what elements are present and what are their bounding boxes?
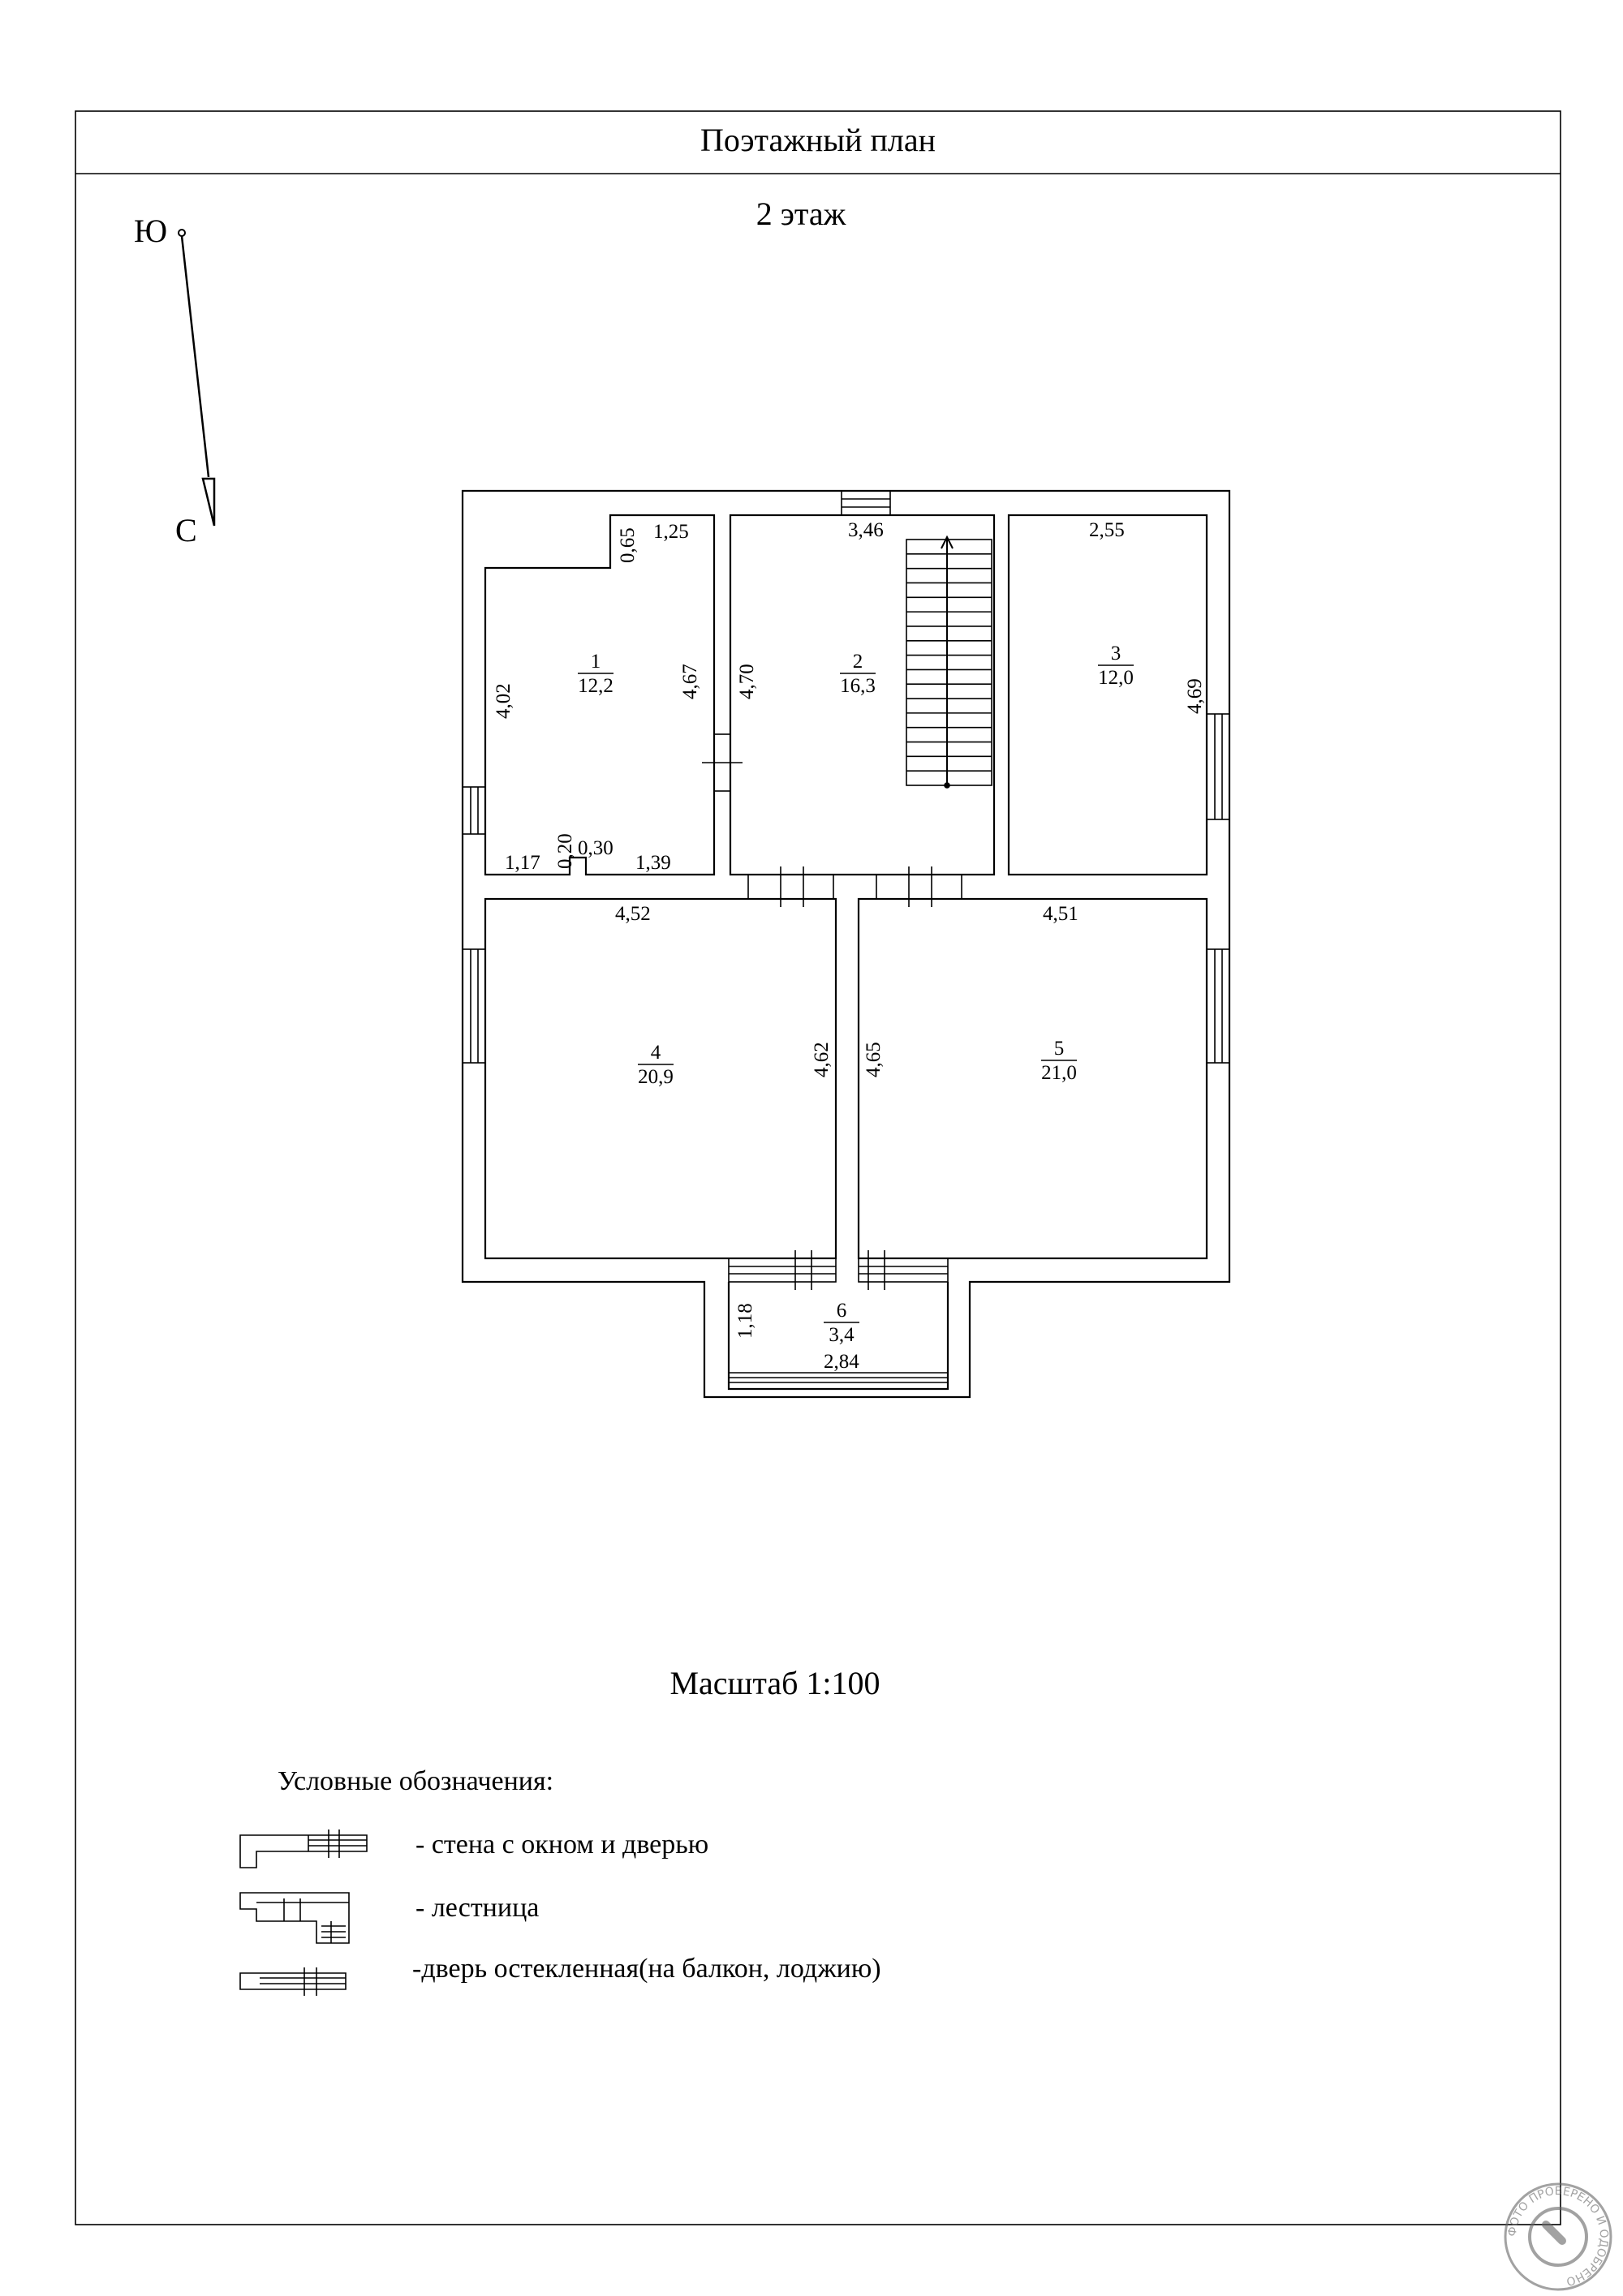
dim-r5-left: 4,65	[863, 1042, 885, 1077]
legend-symbol-stairs	[239, 1892, 350, 1944]
legend-item-3: -дверь остекленная(на балкон, лоджию)	[412, 1954, 881, 1984]
compass-arrow: Ю С	[134, 213, 216, 548]
page-title: Поэтажный план	[700, 122, 936, 158]
legend: Условные обозначения: - стена с окном и …	[239, 1766, 881, 1996]
room-5-label: 5 21,0	[1041, 1038, 1077, 1084]
window-top	[841, 490, 891, 516]
room-5-outline	[857, 897, 1208, 1260]
dim-r1-right: 4,67	[679, 664, 701, 699]
door-room-2-5	[876, 866, 962, 907]
svg-text:16,3: 16,3	[840, 675, 876, 697]
outer-wall	[461, 489, 1231, 1399]
room-1-label: 1 12,2	[578, 651, 613, 697]
svg-text:20,9: 20,9	[638, 1066, 674, 1088]
room-4-outline	[484, 897, 837, 1260]
dim-r1-bottom-left: 1,17	[505, 852, 540, 874]
room-3-label: 3 12,0	[1098, 643, 1134, 689]
svg-text:5: 5	[1054, 1038, 1065, 1060]
dim-r4-right: 4,62	[811, 1042, 833, 1077]
room-1-outline	[484, 514, 716, 876]
verified-stamp-icon: ФОТО ПРОВЕРЕНО И ОДОБРЕНО	[1504, 2182, 1612, 2291]
glazed-door-room-4	[728, 1250, 837, 1290]
dim-r1-notch-h: 0,65	[617, 527, 639, 563]
svg-text:21,0: 21,0	[1041, 1062, 1077, 1084]
window-room-5	[1206, 948, 1230, 1064]
svg-text:2: 2	[853, 651, 863, 673]
window-room-4	[462, 948, 486, 1064]
legend-symbol-wall-window-door	[239, 1829, 368, 1868]
window-room-1	[462, 786, 486, 835]
svg-text:3: 3	[1111, 643, 1121, 664]
door-room-1-2	[702, 733, 743, 792]
svg-text:3,4: 3,4	[829, 1324, 855, 1346]
dim-r1-top: 1,25	[653, 521, 689, 543]
legend-item-1: - стена с окном и дверью	[415, 1829, 708, 1860]
legend-title: Условные обозначения:	[278, 1766, 553, 1796]
room-3-outline	[1007, 514, 1208, 876]
dim-r2-left: 4,70	[736, 664, 758, 699]
legend-item-2: - лестница	[415, 1893, 539, 1923]
dim-r5-top: 4,51	[1043, 903, 1078, 925]
svg-text:1: 1	[591, 651, 601, 673]
door-room-2-4	[747, 866, 834, 907]
room-4-label: 4 20,9	[638, 1042, 674, 1088]
building-plan	[461, 489, 1231, 1399]
window-room-3	[1206, 713, 1230, 820]
room-6-outline	[727, 1282, 949, 1391]
legend-symbol-glazed-door	[239, 1967, 347, 1996]
dim-r3-right: 4,69	[1184, 678, 1206, 714]
scale-label: Масштаб 1:100	[669, 1665, 880, 1701]
svg-text:12,0: 12,0	[1098, 667, 1134, 689]
svg-text:4: 4	[651, 1042, 661, 1064]
room-labels: 1 12,2 2 16,3 3 12,0 4 20,9 5 21,0 6 3,4	[578, 643, 1134, 1346]
staircase	[906, 535, 992, 789]
dim-r1-niche-w: 0,30	[578, 837, 613, 859]
compass-south-label: Ю	[134, 213, 167, 249]
svg-text:12,2: 12,2	[578, 675, 613, 697]
floor-label: 2 этаж	[756, 196, 846, 232]
dim-r1-left: 4,02	[493, 683, 514, 719]
dim-r3-top: 2,55	[1089, 519, 1125, 541]
room-2-label: 2 16,3	[840, 651, 876, 697]
room-6-label: 6 3,4	[824, 1300, 859, 1346]
dim-r1-niche-h: 0,20	[554, 833, 576, 869]
dim-r1-bottom-right: 1,39	[635, 852, 671, 874]
dim-r2-top: 3,46	[848, 519, 884, 541]
dim-r6-bottom: 2,84	[824, 1351, 859, 1373]
page-frame	[75, 110, 1561, 2225]
svg-text:6: 6	[837, 1300, 847, 1322]
dim-r4-top: 4,52	[615, 903, 651, 925]
dim-r6-left: 1,18	[734, 1303, 756, 1339]
compass-north-label: С	[175, 512, 197, 548]
glazed-door-room-5	[858, 1250, 949, 1290]
dimension-labels: 0,65 1,25 4,02 4,67 1,17 0,20 0,30 1,39 …	[493, 519, 1206, 1373]
